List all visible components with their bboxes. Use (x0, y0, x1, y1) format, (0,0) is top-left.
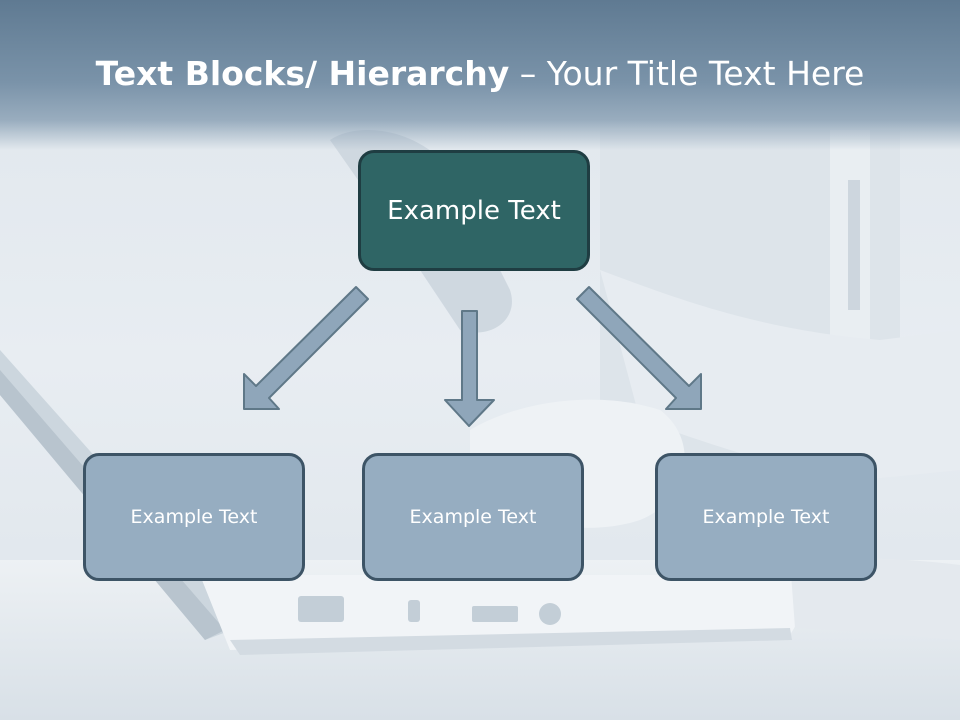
child-node-right-label: Example Text (702, 506, 830, 528)
title-band (0, 0, 960, 150)
slide-title-rest: – Your Title Text Here (509, 54, 865, 93)
slide-title-bold: Text Blocks/ Hierarchy (95, 54, 510, 93)
child-node-right[interactable]: Example Text (655, 453, 877, 581)
child-node-left-label: Example Text (130, 506, 258, 528)
arrow-down-left-icon (243, 286, 369, 410)
top-node[interactable]: Example Text (358, 150, 590, 271)
child-node-center-label: Example Text (409, 506, 537, 528)
arrow-down-right-icon (576, 286, 702, 410)
child-node-center[interactable]: Example Text (362, 453, 584, 581)
top-node-label: Example Text (387, 195, 561, 226)
slide-title: Text Blocks/ Hierarchy – Your Title Text… (0, 52, 960, 96)
arrow-down-icon (444, 310, 495, 427)
child-node-left[interactable]: Example Text (83, 453, 305, 581)
